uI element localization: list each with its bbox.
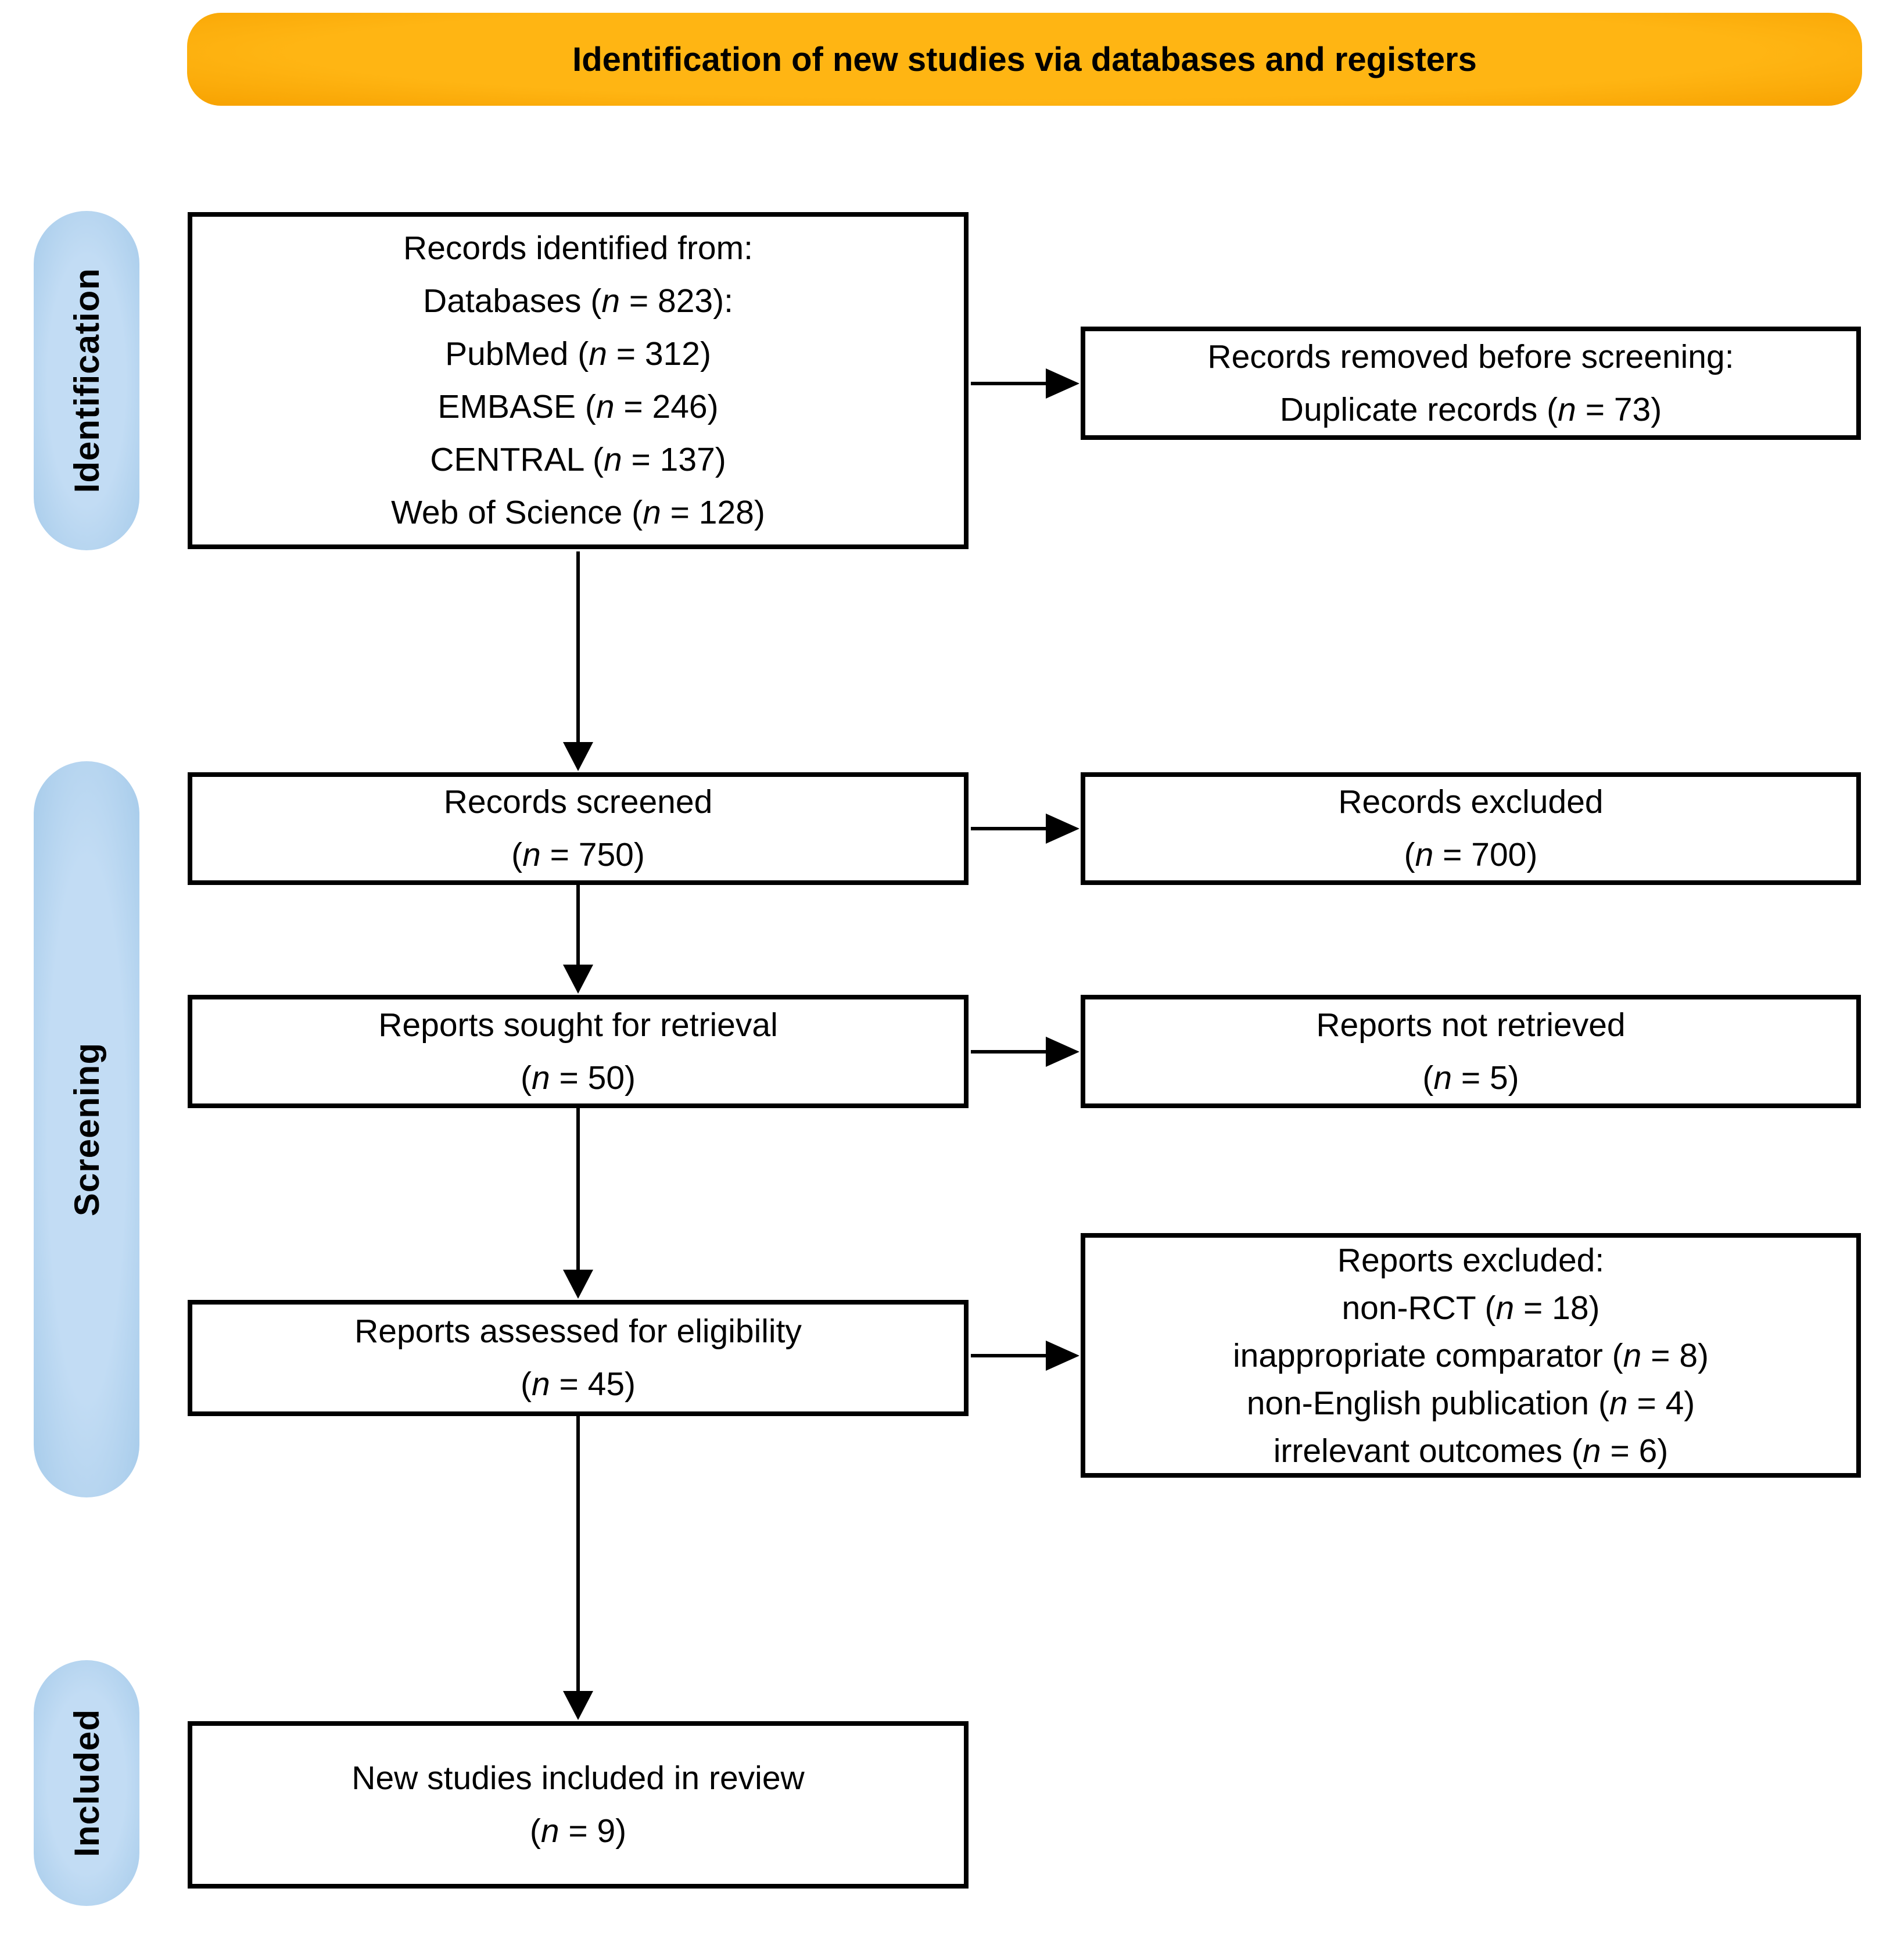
box-line: (n = 700) [1404,836,1538,873]
arrow-identified-to-screened [563,551,593,771]
box-line: Reports sought for retrieval [378,1006,778,1044]
box-records-removed-before-screening: Records removed before screening: Duplica… [1081,327,1861,440]
box-reports-not-retrieved: Reports not retrieved (n = 5) [1081,995,1861,1108]
box-line: CENTRAL (n = 137) [430,441,726,478]
box-line: Records identified from: [403,230,753,267]
box-line: Web of Science (n = 128) [391,494,765,531]
stage-pill-identification: Identification [34,211,139,550]
arrow-assessed-to-reports-excluded [971,1341,1079,1371]
box-line: Records removed before screening: [1207,338,1734,375]
diagram-title-banner: Identification of new studies via databa… [187,13,1862,106]
arrow-identified-to-removed [971,368,1079,399]
box-reports-excluded: Reports excluded: non-RCT (n = 18) inappro… [1081,1233,1861,1478]
box-line: Reports assessed for eligibility [354,1313,802,1350]
box-line: irrelevant outcomes (n = 6) [1273,1432,1669,1470]
box-line: Reports excluded: [1337,1241,1605,1279]
box-line: PubMed (n = 312) [445,335,711,372]
box-reports-assessed-for-eligibility: Reports assessed for eligibility (n = 45) [188,1300,969,1416]
arrow-sought-to-not-retrieved [971,1037,1079,1067]
box-new-studies-included: New studies included in review (n = 9) [188,1721,969,1889]
box-line: Reports not retrieved [1316,1006,1626,1044]
box-line: inappropriate comparator (n = 8) [1232,1336,1709,1374]
box-reports-sought-for-retrieval: Reports sought for retrieval (n = 50) [188,995,969,1108]
stage-pill-screening: Screening [34,761,139,1497]
arrow-screened-to-sought [563,883,593,994]
box-line: (n = 9) [529,1812,627,1850]
stage-pill-included: Included [34,1660,139,1906]
box-line: Databases (n = 823): [423,282,733,320]
box-line: (n = 5) [1422,1059,1519,1097]
box-line: Records excluded [1338,783,1604,820]
box-line: (n = 45) [520,1366,636,1403]
box-line: EMBASE (n = 246) [437,388,719,425]
box-line: (n = 50) [520,1059,636,1097]
arrow-assessed-to-included [563,1414,593,1720]
arrow-sought-to-assessed [563,1106,593,1299]
diagram-title: Identification of new studies via databa… [572,40,1477,78]
arrow-screened-to-excluded [971,814,1079,844]
box-line: Duplicate records (n = 73) [1279,390,1662,428]
box-line: (n = 750) [511,836,645,873]
box-line: non-English publication (n = 4) [1246,1384,1695,1422]
box-line: Records screened [443,783,713,820]
box-records-identified: Records identified from: Databases (n = 8… [188,212,969,549]
box-line: non-RCT (n = 18) [1342,1289,1600,1327]
box-line: New studies included in review [352,1760,805,1797]
box-records-excluded: Records excluded (n = 700) [1081,772,1861,885]
